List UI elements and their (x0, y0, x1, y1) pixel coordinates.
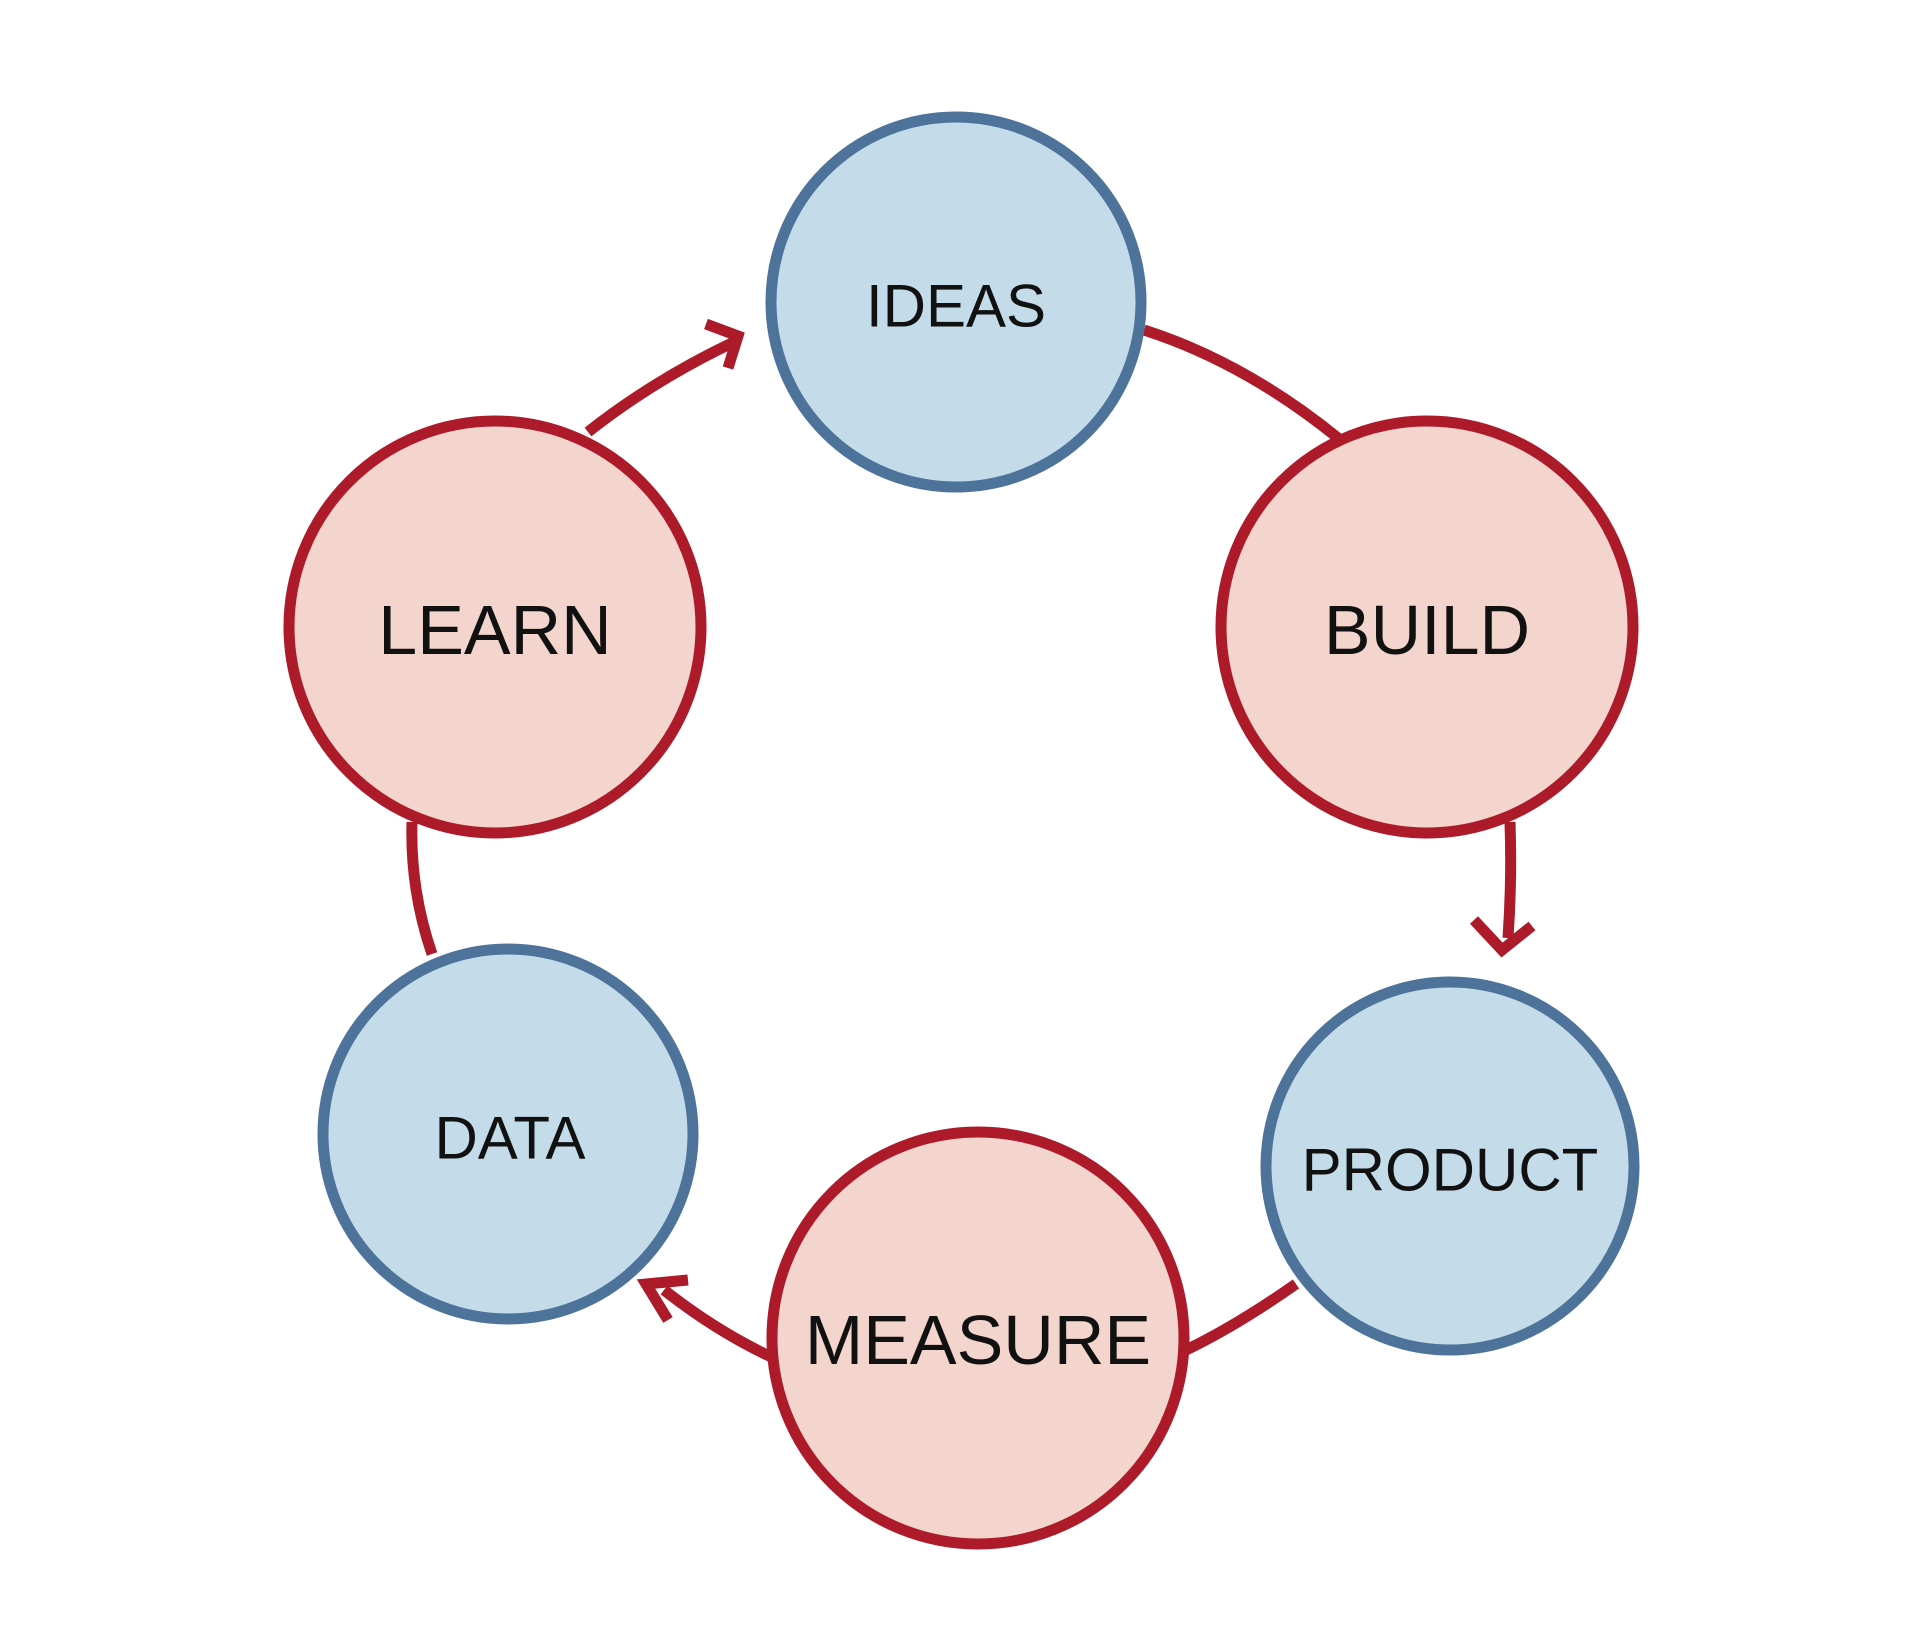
connector-learn-ideas (584, 337, 737, 437)
arrowhead-ideas (704, 318, 745, 370)
node-data: DATA (317, 943, 699, 1325)
node-product: PRODUCT (1260, 976, 1640, 1356)
node-measure: MEASURE (766, 1126, 1190, 1550)
node-learn-label: LEARN (378, 591, 611, 669)
node-product-label: PRODUCT (1302, 1137, 1599, 1204)
node-ideas-label: IDEAS (866, 273, 1046, 340)
connector-data-learn (406, 821, 438, 956)
node-product-circle (1260, 976, 1640, 1356)
node-build: BUILD (1215, 415, 1639, 839)
node-build-circle (1215, 415, 1639, 839)
node-measure-circle (766, 1126, 1190, 1550)
connector-measure-data (660, 1285, 781, 1366)
connector-ideas-build (1142, 324, 1342, 443)
node-learn: LEARN (283, 415, 707, 839)
connector-product-measure (1183, 1279, 1300, 1355)
arrowhead-product (1469, 916, 1536, 958)
node-ideas: IDEAS (765, 111, 1147, 493)
node-measure-label: MEASURE (805, 1301, 1151, 1379)
node-learn-circle (283, 415, 707, 839)
node-data-circle (317, 943, 699, 1325)
node-data-label: DATA (434, 1105, 585, 1172)
connector-build-product (1502, 821, 1517, 939)
node-ideas-circle (765, 111, 1147, 493)
arrowhead-data (636, 1274, 689, 1323)
node-build-label: BUILD (1324, 591, 1530, 669)
